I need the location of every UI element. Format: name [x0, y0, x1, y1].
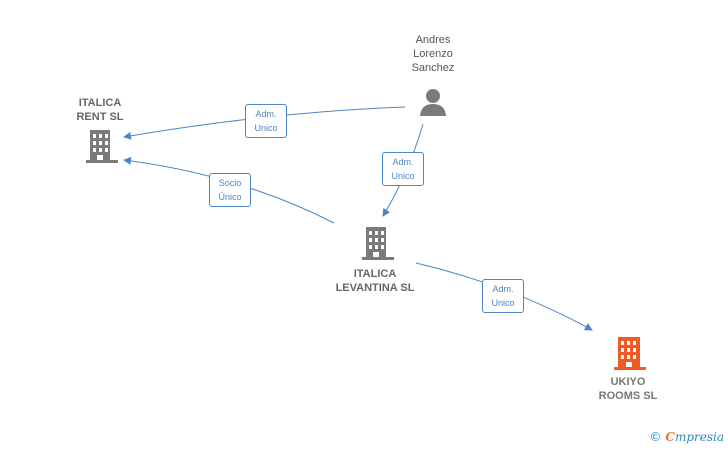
- node-label-italica-rent[interactable]: ITALICA RENT SL: [76, 97, 124, 123]
- edge-label-andres-to-levantina: Adm. Unico: [382, 152, 424, 186]
- brand-initial: C: [665, 430, 675, 444]
- person-icon[interactable]: [420, 89, 446, 116]
- empresia-watermark: ©Cmpresia: [649, 430, 724, 444]
- edge-label-andres-to-rent: Adm. Unico: [245, 104, 287, 138]
- building-icon[interactable]: [86, 130, 118, 163]
- building-icon[interactable]: [362, 227, 394, 260]
- edge-label-levantina-to-rent: Socio Único: [209, 173, 251, 207]
- node-label-ukiyo[interactable]: UKIYO ROOMS SL: [598, 376, 658, 402]
- copyright-symbol: ©: [649, 430, 662, 444]
- node-label-andres[interactable]: Andres Lorenzo Sanchez: [411, 34, 455, 74]
- edge-label-levantina-to-ukiyo: Adm. Unico: [482, 279, 524, 313]
- node-label-italica-levantina[interactable]: ITALICA LEVANTINA SL: [335, 268, 415, 294]
- brand-rest: mpresia: [674, 430, 724, 444]
- building-icon[interactable]: [614, 337, 646, 370]
